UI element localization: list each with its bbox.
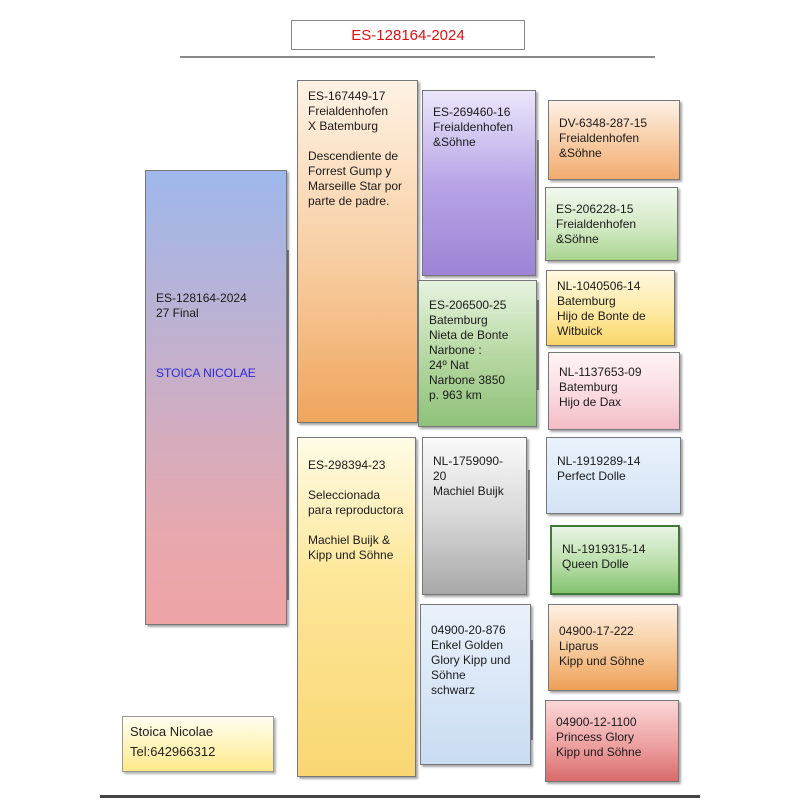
- contact-box: Stoica Nicolae Tel:642966312: [122, 716, 274, 772]
- pedigree-card-sire-sire-dam: ES-206228-15 Freialdenhofen &Söhne: [545, 187, 678, 261]
- pedigree-card-sire-dam-sire: NL-1040506-14 Batemburg Hijo de Bonte de…: [546, 270, 675, 346]
- header-divider: [180, 56, 655, 58]
- pedigree-card-sire: ES-167449-17 Freialdenhofen X Batemburg …: [297, 80, 418, 423]
- pedigree-card-sire-dam: ES-206500-25 Batemburg Nieta de Bonte Na…: [418, 280, 537, 427]
- pedigree-card-main: ES-128164-2024 27 Final STOICA NICOLAE: [145, 170, 287, 625]
- pedigree-card-sire-sire-sire: DV-6348-287-15 Freialdenhofen &Söhne: [548, 100, 680, 180]
- connector-line: [537, 300, 539, 390]
- pedigree-card-dam-sire: NL-1759090-20 Machiel Buijk: [422, 437, 527, 595]
- connector-line: [528, 470, 530, 560]
- connector-line: [287, 250, 289, 600]
- main-owner-name: STOICA NICOLAE: [156, 366, 256, 380]
- pedigree-card-sire-dam-dam: NL-1137653-09 Batemburg Hijo de Dax: [548, 352, 680, 430]
- pedigree-card-dam: ES-298394-23 Seleccionada para reproduct…: [297, 437, 416, 777]
- connector-line: [531, 640, 533, 740]
- pedigree-title: ES-128164-2024: [291, 20, 525, 50]
- main-ring-text: ES-128164-2024 27 Final: [156, 291, 247, 320]
- pedigree-card-dam-sire-sire: NL-1919289-14 Perfect Dolle: [546, 437, 681, 514]
- footer-divider: [100, 795, 700, 798]
- contact-phone: Tel:642966312: [130, 744, 216, 759]
- pedigree-card-dam-dam-dam: 04900-12-1100 Princess Glory Kipp und Sö…: [545, 700, 679, 782]
- pedigree-card-dam-dam-sire: 04900-17-222 Liparus Kipp und Söhne: [548, 604, 678, 691]
- pedigree-card-sire-sire: ES-269460-16 Freialdenhofen &Söhne: [422, 90, 536, 276]
- contact-name: Stoica Nicolae: [130, 724, 214, 739]
- pedigree-card-dam-sire-dam: NL-1919315-14 Queen Dolle: [550, 525, 680, 595]
- pedigree-card-dam-dam: 04900-20-876 Enkel Golden Glory Kipp und…: [420, 604, 531, 765]
- connector-line: [537, 140, 539, 240]
